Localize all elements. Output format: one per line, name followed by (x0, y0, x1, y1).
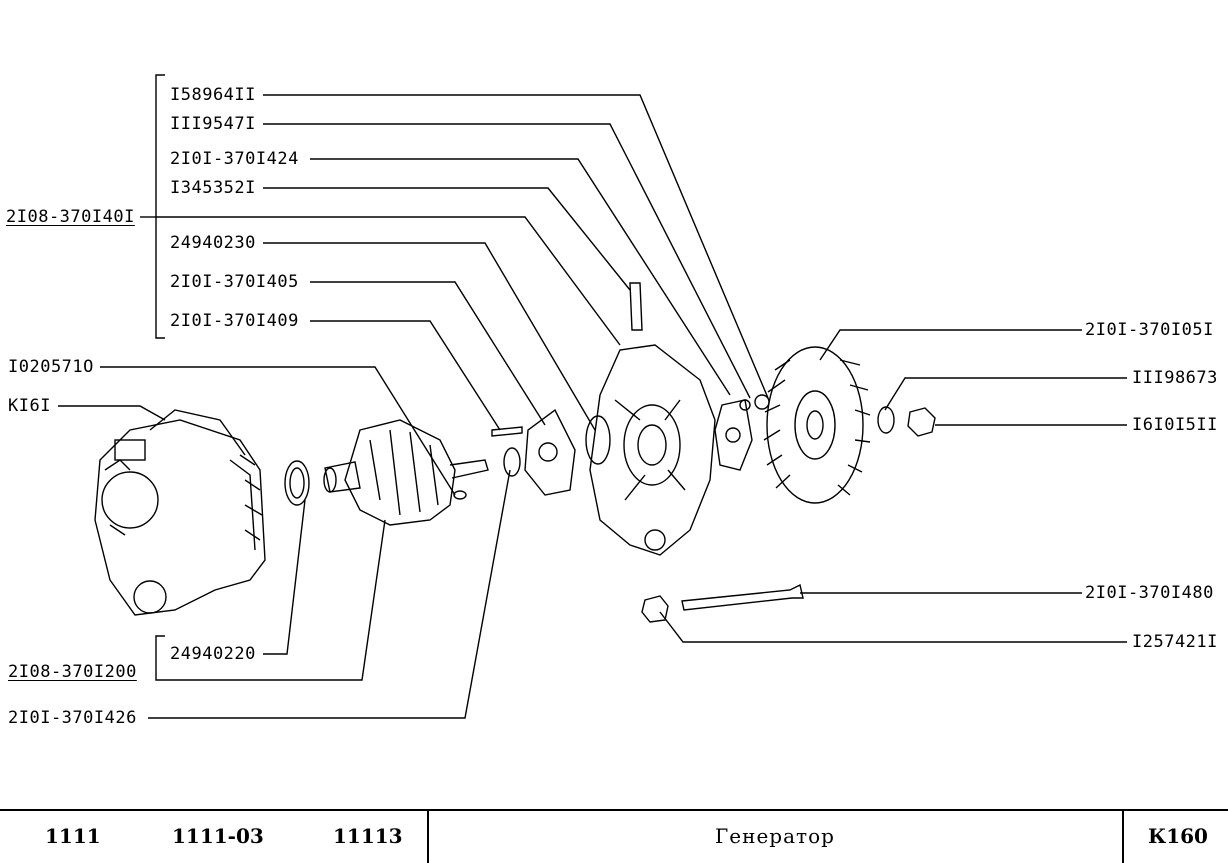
bracket-top-group (155, 74, 165, 339)
page-code: К160 (1148, 824, 1208, 848)
callout-102057: I020571O (8, 357, 94, 377)
leader-1405 (310, 281, 546, 426)
leader-1409 (310, 320, 501, 431)
footer-divider-2 (1122, 811, 1124, 863)
callout-1480: 2I0I-370I480 (1085, 583, 1214, 603)
bolt-nut (641, 595, 669, 623)
rotor-part (323, 419, 489, 526)
callout-1401: 2I08-370I40I (6, 207, 135, 227)
cover-plate (524, 408, 576, 496)
leader-134535 (263, 187, 631, 291)
callout-1426: 2I0I-370I426 (8, 708, 137, 728)
spacer-ring (503, 447, 521, 477)
callout-111954: III9547I (170, 114, 256, 134)
callout-134535: I345352I (170, 178, 256, 198)
drive-end-housing (585, 344, 716, 556)
leader-111954 (263, 123, 751, 399)
callout-k161: KI6I (8, 396, 51, 416)
leader-102057 (100, 366, 456, 496)
spring-washer (877, 406, 895, 434)
leader-111986 (884, 377, 1127, 411)
washer-part-2 (754, 394, 770, 410)
leader-249220 (263, 499, 306, 655)
long-bolt (681, 583, 804, 611)
footer-divider-1 (427, 811, 429, 863)
bracket-bottom-group (155, 635, 165, 681)
callout-1405: 2I0I-370I405 (170, 272, 299, 292)
bearing-part (284, 460, 310, 506)
screw-part (491, 426, 523, 437)
callout-111986: III98673 (1132, 368, 1218, 388)
model-label-3: 11113 (333, 824, 403, 848)
callout-249220: 24940220 (170, 644, 256, 664)
callout-1409: 2I0I-370I409 (170, 311, 299, 331)
pin-part (453, 490, 467, 500)
callout-1200: 2I08-370I200 (8, 662, 137, 682)
washer-part-1 (739, 399, 751, 411)
callout-249402: 24940230 (170, 233, 256, 253)
page-title: Генератор (715, 824, 835, 848)
leader-k161 (58, 405, 166, 421)
leader-1401 (156, 216, 621, 346)
leader-1200 (165, 519, 386, 681)
leader-125742 (659, 611, 1127, 643)
leader-249402 (263, 242, 596, 431)
leader-1426 (148, 469, 511, 719)
generator-assembly (94, 409, 266, 616)
callout-125742: I257421I (1132, 632, 1218, 652)
pulley-nut (907, 407, 936, 437)
callout-158964: I58964II (170, 85, 256, 105)
footer-bar: 1111 1111-03 11113 Генератор К160 (0, 809, 1228, 863)
pulley-fan (763, 346, 871, 504)
callout-1051: 2I0I-370I05I (1085, 320, 1214, 340)
model-label-1: 1111 (45, 824, 101, 848)
callout-1424: 2I0I-370I424 (170, 149, 299, 169)
callout-161015: I6I0I5II (1132, 415, 1218, 435)
stud-part (629, 282, 643, 331)
leader-1051 (819, 329, 1082, 361)
leader-158964 (263, 94, 769, 399)
model-label-2: 1111-03 (172, 824, 264, 848)
leader-1424 (310, 158, 731, 396)
exploded-view-drawing (58, 74, 1127, 719)
